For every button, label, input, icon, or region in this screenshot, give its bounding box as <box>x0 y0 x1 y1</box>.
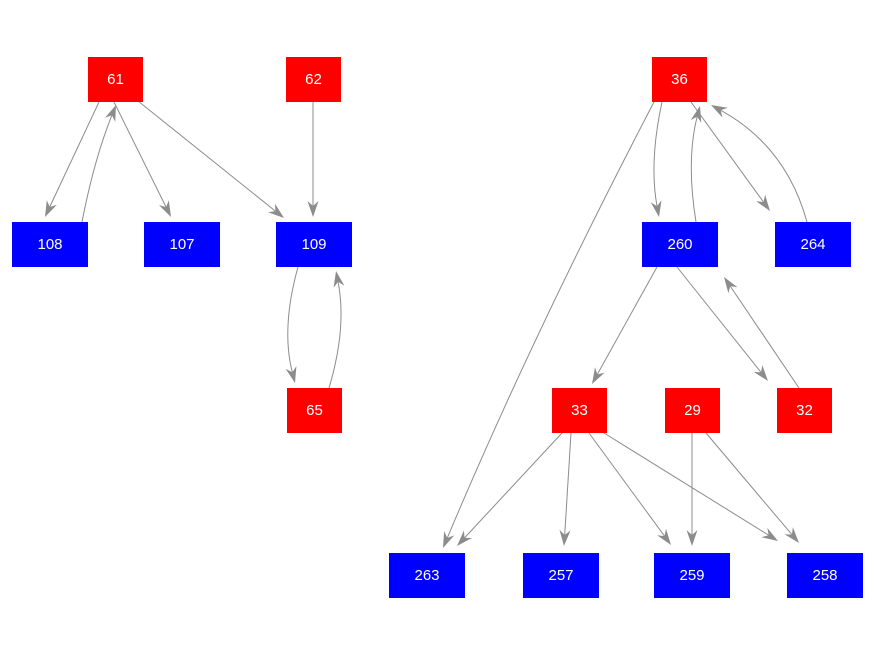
graph-node-29[interactable]: 29 <box>665 388 720 433</box>
graph-node-label: 32 <box>796 402 813 419</box>
graph-node-257[interactable]: 257 <box>523 553 599 598</box>
arrowhead-icon <box>592 367 605 384</box>
graph-node-label: 257 <box>548 567 574 584</box>
graph-edge-29-258 <box>705 432 793 535</box>
graph-node-label: 108 <box>37 236 63 253</box>
arrowhead-icon <box>657 528 671 545</box>
graph-node-33[interactable]: 33 <box>552 388 607 433</box>
graph-edge-260-33 <box>596 266 658 375</box>
graph-node-label: 260 <box>667 236 693 253</box>
graph-edge-65-109 <box>328 281 342 389</box>
graph-node-label: 109 <box>301 236 327 253</box>
arrowhead-icon <box>105 105 116 122</box>
graph-node-label: 36 <box>671 71 688 88</box>
graph-edge-36-260 <box>653 101 663 207</box>
graph-node-label: 61 <box>107 71 124 88</box>
graph-node-62[interactable]: 62 <box>286 57 341 102</box>
graph-node-109[interactable]: 109 <box>276 222 352 267</box>
arrowhead-icon <box>285 366 297 383</box>
graph-node-label: 65 <box>306 402 323 419</box>
graph-node-263[interactable]: 263 <box>389 553 465 598</box>
graph-edge-33-258 <box>603 432 769 536</box>
graph-node-label: 258 <box>812 567 838 584</box>
graph-node-label: 107 <box>169 236 195 253</box>
arrowhead-icon <box>443 531 455 548</box>
graph-edge-33-259 <box>588 432 665 537</box>
arrowhead-icon <box>559 529 571 546</box>
arrowhead-icon <box>307 201 319 217</box>
arrowhead-icon <box>724 277 738 294</box>
graph-edge-260-32 <box>676 266 762 373</box>
graph-edge-108-61 <box>81 115 113 223</box>
arrowhead-icon <box>784 527 799 543</box>
graph-node-61[interactable]: 61 <box>88 57 143 102</box>
graph-edge-61-109 <box>137 100 276 212</box>
graph-node-107[interactable]: 107 <box>144 222 220 267</box>
arrowhead-icon <box>333 271 345 288</box>
graph-edge-36-263 <box>446 101 655 539</box>
arrowhead-icon <box>650 200 662 217</box>
arrowhead-icon <box>45 200 57 217</box>
graph-node-label: 62 <box>305 71 322 88</box>
graph-edge-109-65 <box>287 266 299 373</box>
arrowhead-icon <box>756 194 770 211</box>
graph-node-264[interactable]: 264 <box>775 222 851 267</box>
graph-edge-61-108 <box>49 101 100 208</box>
graph-edge-61-107 <box>113 101 167 208</box>
graph-node-label: 264 <box>800 236 826 253</box>
graph-edge-33-263 <box>464 432 563 539</box>
graph-node-32[interactable]: 32 <box>777 388 832 433</box>
graph-node-258[interactable]: 258 <box>787 553 863 598</box>
arrowhead-icon <box>753 365 768 381</box>
arrowhead-icon <box>159 200 171 217</box>
graph-edge-36-264 <box>690 101 764 203</box>
graph-edge-33-257 <box>564 432 572 536</box>
graph-node-label: 33 <box>571 402 588 419</box>
arrowhead-icon <box>761 527 778 541</box>
graph-node-65[interactable]: 65 <box>287 388 342 433</box>
graph-node-36[interactable]: 36 <box>652 57 707 102</box>
arrowhead-icon <box>690 106 702 123</box>
graph-node-259[interactable]: 259 <box>654 553 730 598</box>
graph-edge-32-260 <box>729 285 800 389</box>
graph-edge-260-36 <box>690 116 698 223</box>
graph-edge-264-36 <box>720 109 808 223</box>
graph-node-label: 259 <box>679 567 705 584</box>
arrowhead-icon <box>686 530 698 546</box>
graph-node-260[interactable]: 260 <box>642 222 718 267</box>
arrowhead-icon <box>457 530 472 546</box>
arrowhead-icon <box>268 203 284 218</box>
graph-node-label: 29 <box>684 402 701 419</box>
arrowhead-icon <box>711 105 728 118</box>
graph-node-108[interactable]: 108 <box>12 222 88 267</box>
graph-node-label: 263 <box>414 567 440 584</box>
